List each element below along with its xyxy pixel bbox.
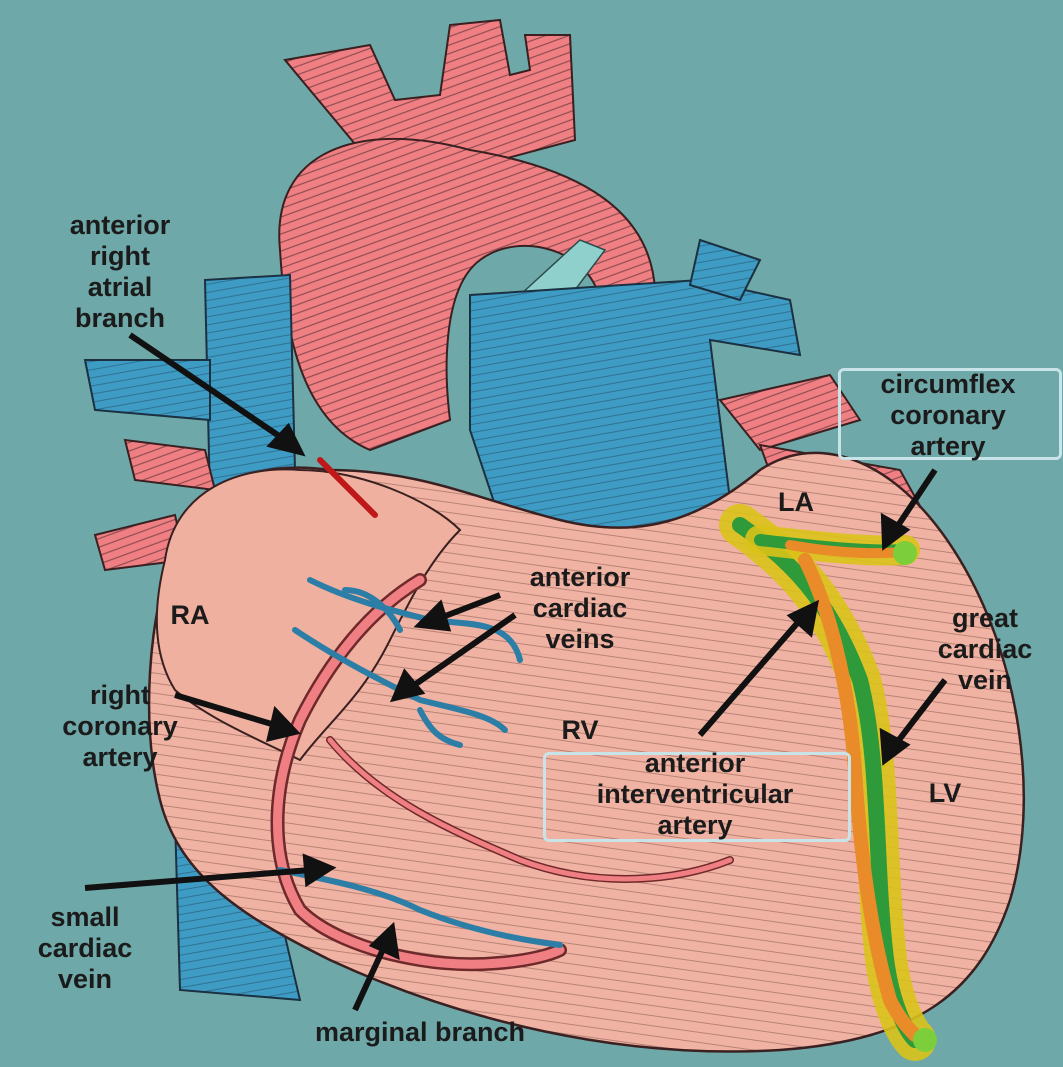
- label-anterior-cardiac-veins: anterior cardiac veins: [529, 562, 631, 654]
- label-great-cardiac-vein: great cardiac vein: [937, 603, 1033, 695]
- veins-blue: [83, 238, 802, 1002]
- label-anterior-interventricular-artery: anterior interventricular artery: [596, 748, 794, 840]
- label-lv: LV: [928, 778, 962, 808]
- label-ra: RA: [170, 600, 210, 630]
- label-circumflex-coronary-artery: circumflex coronary artery: [880, 369, 1016, 461]
- label-right-coronary-artery: right coronary artery: [62, 680, 178, 772]
- label-la: LA: [778, 487, 814, 517]
- right-coronary-artery-vessel: [270, 457, 734, 972]
- label-marginal-branch: marginal branch: [314, 1017, 526, 1047]
- label-small-cardiac-vein: small cardiac vein: [37, 902, 133, 994]
- anterior-interventricular-highlight: [719, 504, 937, 1061]
- leader-lines: [84, 332, 948, 1012]
- label-anterior-right-atrial-branch: anterior right atrial branch: [69, 210, 171, 333]
- anterior-interventricular-label-box: [543, 752, 851, 842]
- label-rv: RV: [561, 715, 599, 745]
- right-atrium: [155, 468, 462, 762]
- circumflex-label-box: [838, 368, 1062, 460]
